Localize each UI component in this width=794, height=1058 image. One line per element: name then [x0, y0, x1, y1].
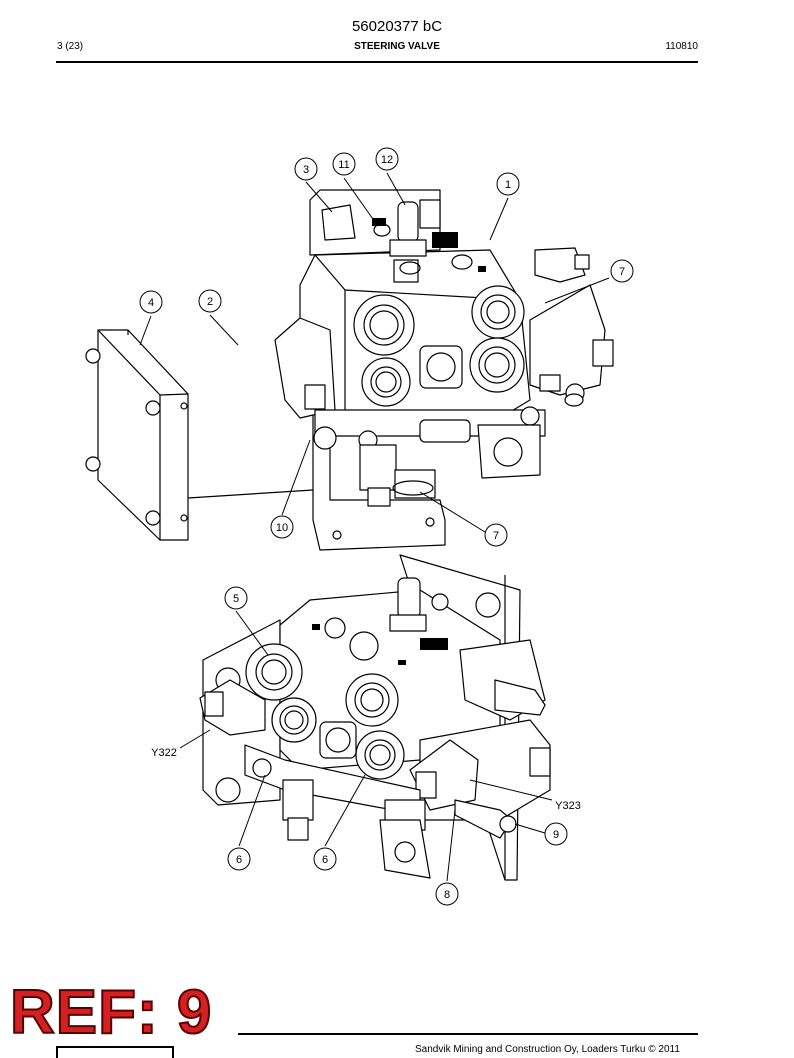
- callout-10: [270, 515, 294, 539]
- callout-6-right: [313, 847, 337, 871]
- callout-12: [375, 147, 399, 171]
- callout-9: [544, 822, 568, 846]
- callout-7-bottom: [484, 523, 508, 547]
- callout-8-label: 8: [444, 889, 450, 901]
- bottom-hydraulic-ports: [245, 643, 405, 780]
- reference-stamp: REF: 9: [9, 978, 213, 1047]
- header-rule: [56, 61, 698, 63]
- callout-6-left-label: 6: [236, 854, 242, 866]
- callout-7-bottom-label: 7: [493, 530, 499, 542]
- label-y322: Y322: [151, 747, 177, 759]
- callout-10-label: 10: [276, 522, 288, 534]
- bottom-callouts: [179, 586, 568, 906]
- footer-copyright: Sandvik Mining and Construction Oy, Load…: [415, 1044, 680, 1055]
- callout-1-label: 1: [505, 179, 511, 191]
- top-valve-assembly: [85, 189, 614, 551]
- callout-2: [198, 289, 222, 313]
- bottom-valve-assembly: [199, 554, 551, 881]
- cover-plate: [85, 329, 189, 541]
- label-y323: Y323: [555, 800, 581, 812]
- hydraulic-ports: [353, 285, 525, 407]
- callout-11: [332, 152, 356, 176]
- document-date: 110810: [665, 41, 698, 52]
- callout-6-right-label: 6: [322, 854, 328, 866]
- callout-11-label: 11: [338, 159, 349, 171]
- callout-4-label: 4: [148, 297, 154, 309]
- callout-3: [294, 157, 318, 181]
- top-callouts: [139, 147, 634, 547]
- document-number: 56020377 bC: [351, 18, 443, 35]
- callout-8: [435, 882, 459, 906]
- callout-7-top-label: 7: [619, 266, 625, 278]
- callout-4: [139, 290, 163, 314]
- callout-5: [224, 586, 248, 610]
- callout-12-label: 12: [381, 154, 393, 166]
- callout-9-label: 9: [553, 829, 559, 841]
- callout-2-label: 2: [207, 296, 213, 308]
- callout-7-top: [610, 259, 634, 283]
- callout-5-label: 5: [233, 593, 239, 605]
- company-logo: [56, 1046, 174, 1058]
- callout-6-left: [227, 847, 251, 871]
- footer-rule: [238, 1033, 698, 1035]
- page-number: 3 (23): [57, 41, 84, 52]
- callout-1: [496, 172, 520, 196]
- callout-3-label: 3: [303, 164, 309, 176]
- document-title: STEERING VALVE: [354, 41, 440, 52]
